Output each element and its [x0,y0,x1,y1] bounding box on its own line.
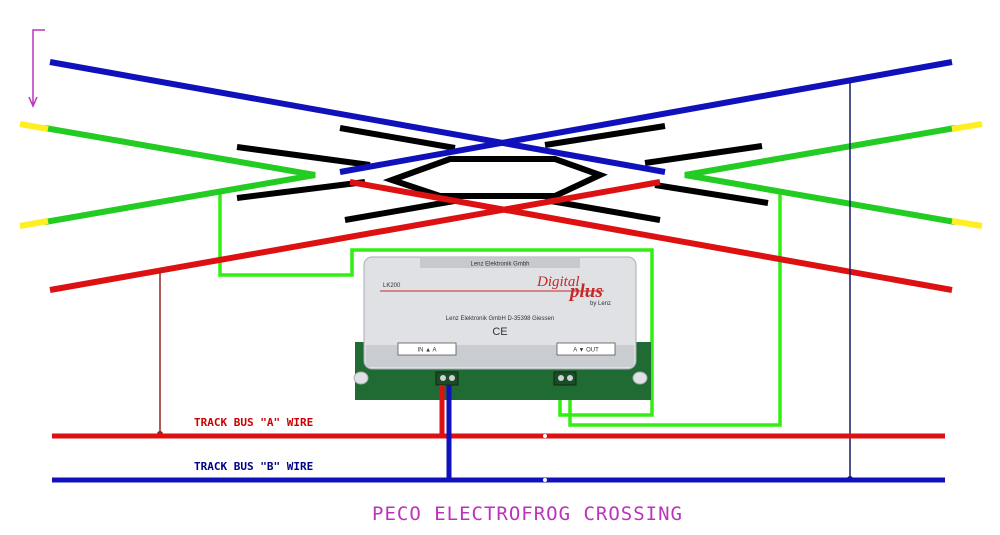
module-bus-wires [439,385,452,480]
module-ce-mark: CE [492,326,507,338]
bus-a-label: TRACK BUS "A" WIRE [194,416,313,429]
rail-insulators [19,121,983,229]
bus-b-label: TRACK BUS "B" WIRE [194,460,313,473]
module-brand: Digital [536,274,580,290]
module-model: LK200 [383,283,401,289]
module-port-left-label: IN ▲ A [418,348,437,354]
module-maker: Lenz Elektronik GmbH D-35398 Giessen [446,316,554,322]
module-brand-by: by Lenz [590,301,611,307]
mount-tab-left [353,371,369,385]
diagram-title: PECO ELECTROFROG CROSSING [372,503,683,525]
green-rails [44,125,956,225]
module-port-left [397,342,457,356]
blue-rails [49,59,953,175]
mount-tab-right [632,371,648,385]
module-port-right-label: A ▼ OUT [573,348,599,354]
frog-feed-wires [218,190,782,427]
lk200-module: Lenz Elektronik Gmbh LK200 Digital plus … [353,256,651,400]
red-rails [49,179,953,293]
track-bus-wires [52,433,945,483]
module-case [363,256,637,370]
direction-arrow-icon [28,29,45,108]
module-topbar [420,258,580,268]
module-topbar-text: Lenz Elektronik Gmbh [470,262,529,268]
module-port-right [556,342,616,356]
